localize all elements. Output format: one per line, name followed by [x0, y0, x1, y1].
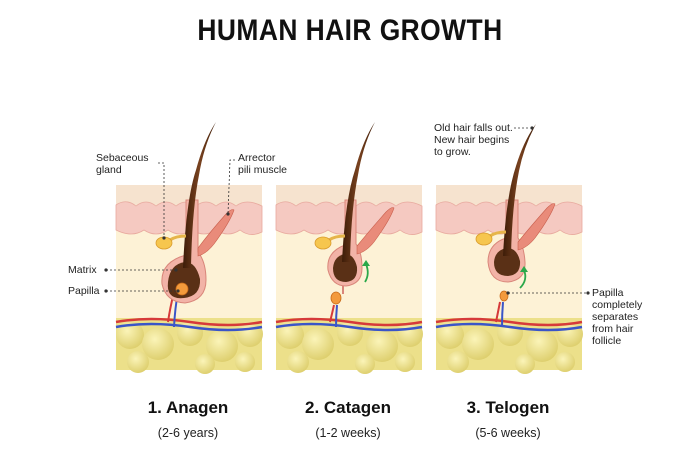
- matrix-label: Matrix: [68, 264, 97, 276]
- arrector-pili-muscle: [197, 209, 235, 257]
- papilla: [175, 282, 189, 296]
- panel-catagen: [275, 122, 423, 374]
- panel-anagen: [104, 122, 263, 374]
- sebaceous-gland-label: Sebaceous gland: [96, 152, 149, 176]
- stage-duration: (2-6 years): [157, 426, 219, 440]
- stage-duration: (1-2 weeks): [315, 426, 381, 440]
- fat-cells: [116, 320, 263, 374]
- vein: [115, 322, 263, 332]
- papilla-label: Papilla: [68, 285, 100, 297]
- old-hair-label: Old hair falls out. New hair begins to g…: [434, 122, 513, 158]
- hair-shaft: [183, 122, 216, 268]
- panel-telogen: [435, 124, 590, 374]
- stage-catagen: 2. Catagen (1-2 weeks): [268, 398, 428, 440]
- stage-name: 1. Anagen: [147, 398, 229, 417]
- sebaceous-leader: [158, 162, 165, 238]
- page-title: HUMAN HAIR GROWTH: [197, 14, 503, 47]
- stage-name: 2. Catagen: [305, 398, 391, 417]
- stage-telogen: 3. Telogen (5-6 weeks): [428, 398, 588, 440]
- arrector-pili-label: Arrector pili muscle: [238, 152, 288, 176]
- stage-anagen: 1. Anagen (2-6 years): [108, 398, 268, 440]
- papilla-separates-label: Papilla completely separates from hair f…: [592, 287, 643, 347]
- stage-duration: (5-6 weeks): [475, 426, 541, 440]
- stage-name: 3. Telogen: [466, 398, 550, 417]
- epidermis-layer: [116, 185, 262, 205]
- arrector-leader: [227, 159, 235, 215]
- artery: [115, 317, 263, 327]
